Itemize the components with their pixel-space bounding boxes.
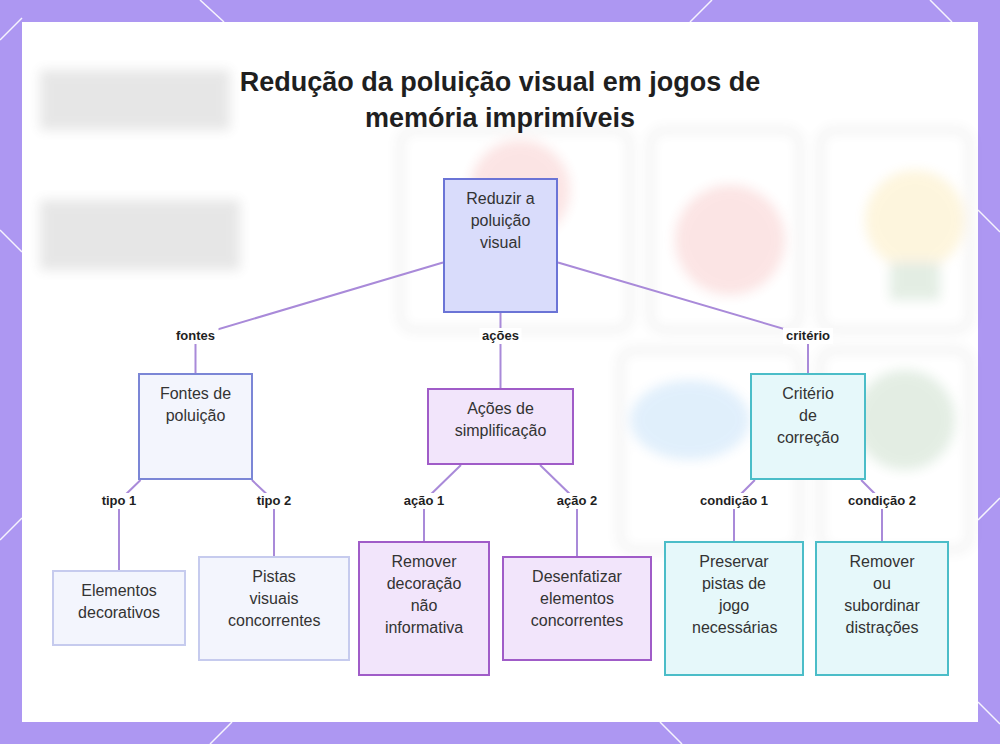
node-label: Critério de correção	[776, 383, 840, 449]
connector-line	[734, 480, 755, 541]
blurred-background-illustration	[40, 70, 970, 550]
process-box: Pistas visuais concorrentes	[198, 556, 350, 661]
process-box: Ações de simplificação	[427, 388, 574, 465]
process-box: Elementos decorativos	[52, 570, 186, 646]
edge-label: ações	[479, 328, 522, 344]
connector-line	[500, 313, 502, 388]
process-box: Desenfatizar elementos concorrentes	[502, 556, 652, 661]
edge-label: critério	[783, 328, 833, 344]
node-label: Desenfatizar elementos concorrentes	[516, 566, 638, 632]
node-label: Fontes de poluição	[150, 383, 241, 427]
connector-line	[252, 480, 274, 556]
node-label: Reduzir a poluição visual	[455, 188, 546, 254]
node-label: Preservar pistas de jogo necessárias	[692, 551, 776, 639]
connector-line	[861, 480, 882, 541]
node-label: Remover decoração não informativa	[380, 551, 468, 639]
inner-card	[22, 22, 978, 722]
node-label: Remover ou subordinar distrações	[841, 551, 923, 639]
node-label: Elementos decorativos	[64, 580, 174, 624]
process-box: Critério de correção	[750, 373, 866, 480]
edge-label: tipo 2	[254, 493, 295, 509]
connector-line	[558, 262, 808, 373]
process-box: Remover decoração não informativa	[358, 541, 490, 676]
process-box: Preservar pistas de jogo necessárias	[664, 541, 804, 676]
process-box: Fontes de poluição	[138, 373, 253, 480]
connector-line	[540, 465, 577, 556]
connector-line	[196, 263, 444, 373]
edge-label: fontes	[173, 328, 218, 344]
process-box: Reduzir a poluição visual	[443, 178, 558, 313]
node-label: Ações de simplificação	[441, 398, 560, 442]
process-box: Remover ou subordinar distrações	[815, 541, 949, 676]
edge-label: condição 2	[845, 493, 919, 509]
edge-label: ação 2	[554, 493, 600, 509]
edge-label: ação 1	[401, 493, 447, 509]
edge-label: condição 1	[697, 493, 771, 509]
node-label: Pistas visuais concorrentes	[228, 566, 320, 632]
diagram-title: Redução da poluição visual em jogos de m…	[200, 64, 800, 136]
edge-label: tipo 1	[99, 493, 140, 509]
